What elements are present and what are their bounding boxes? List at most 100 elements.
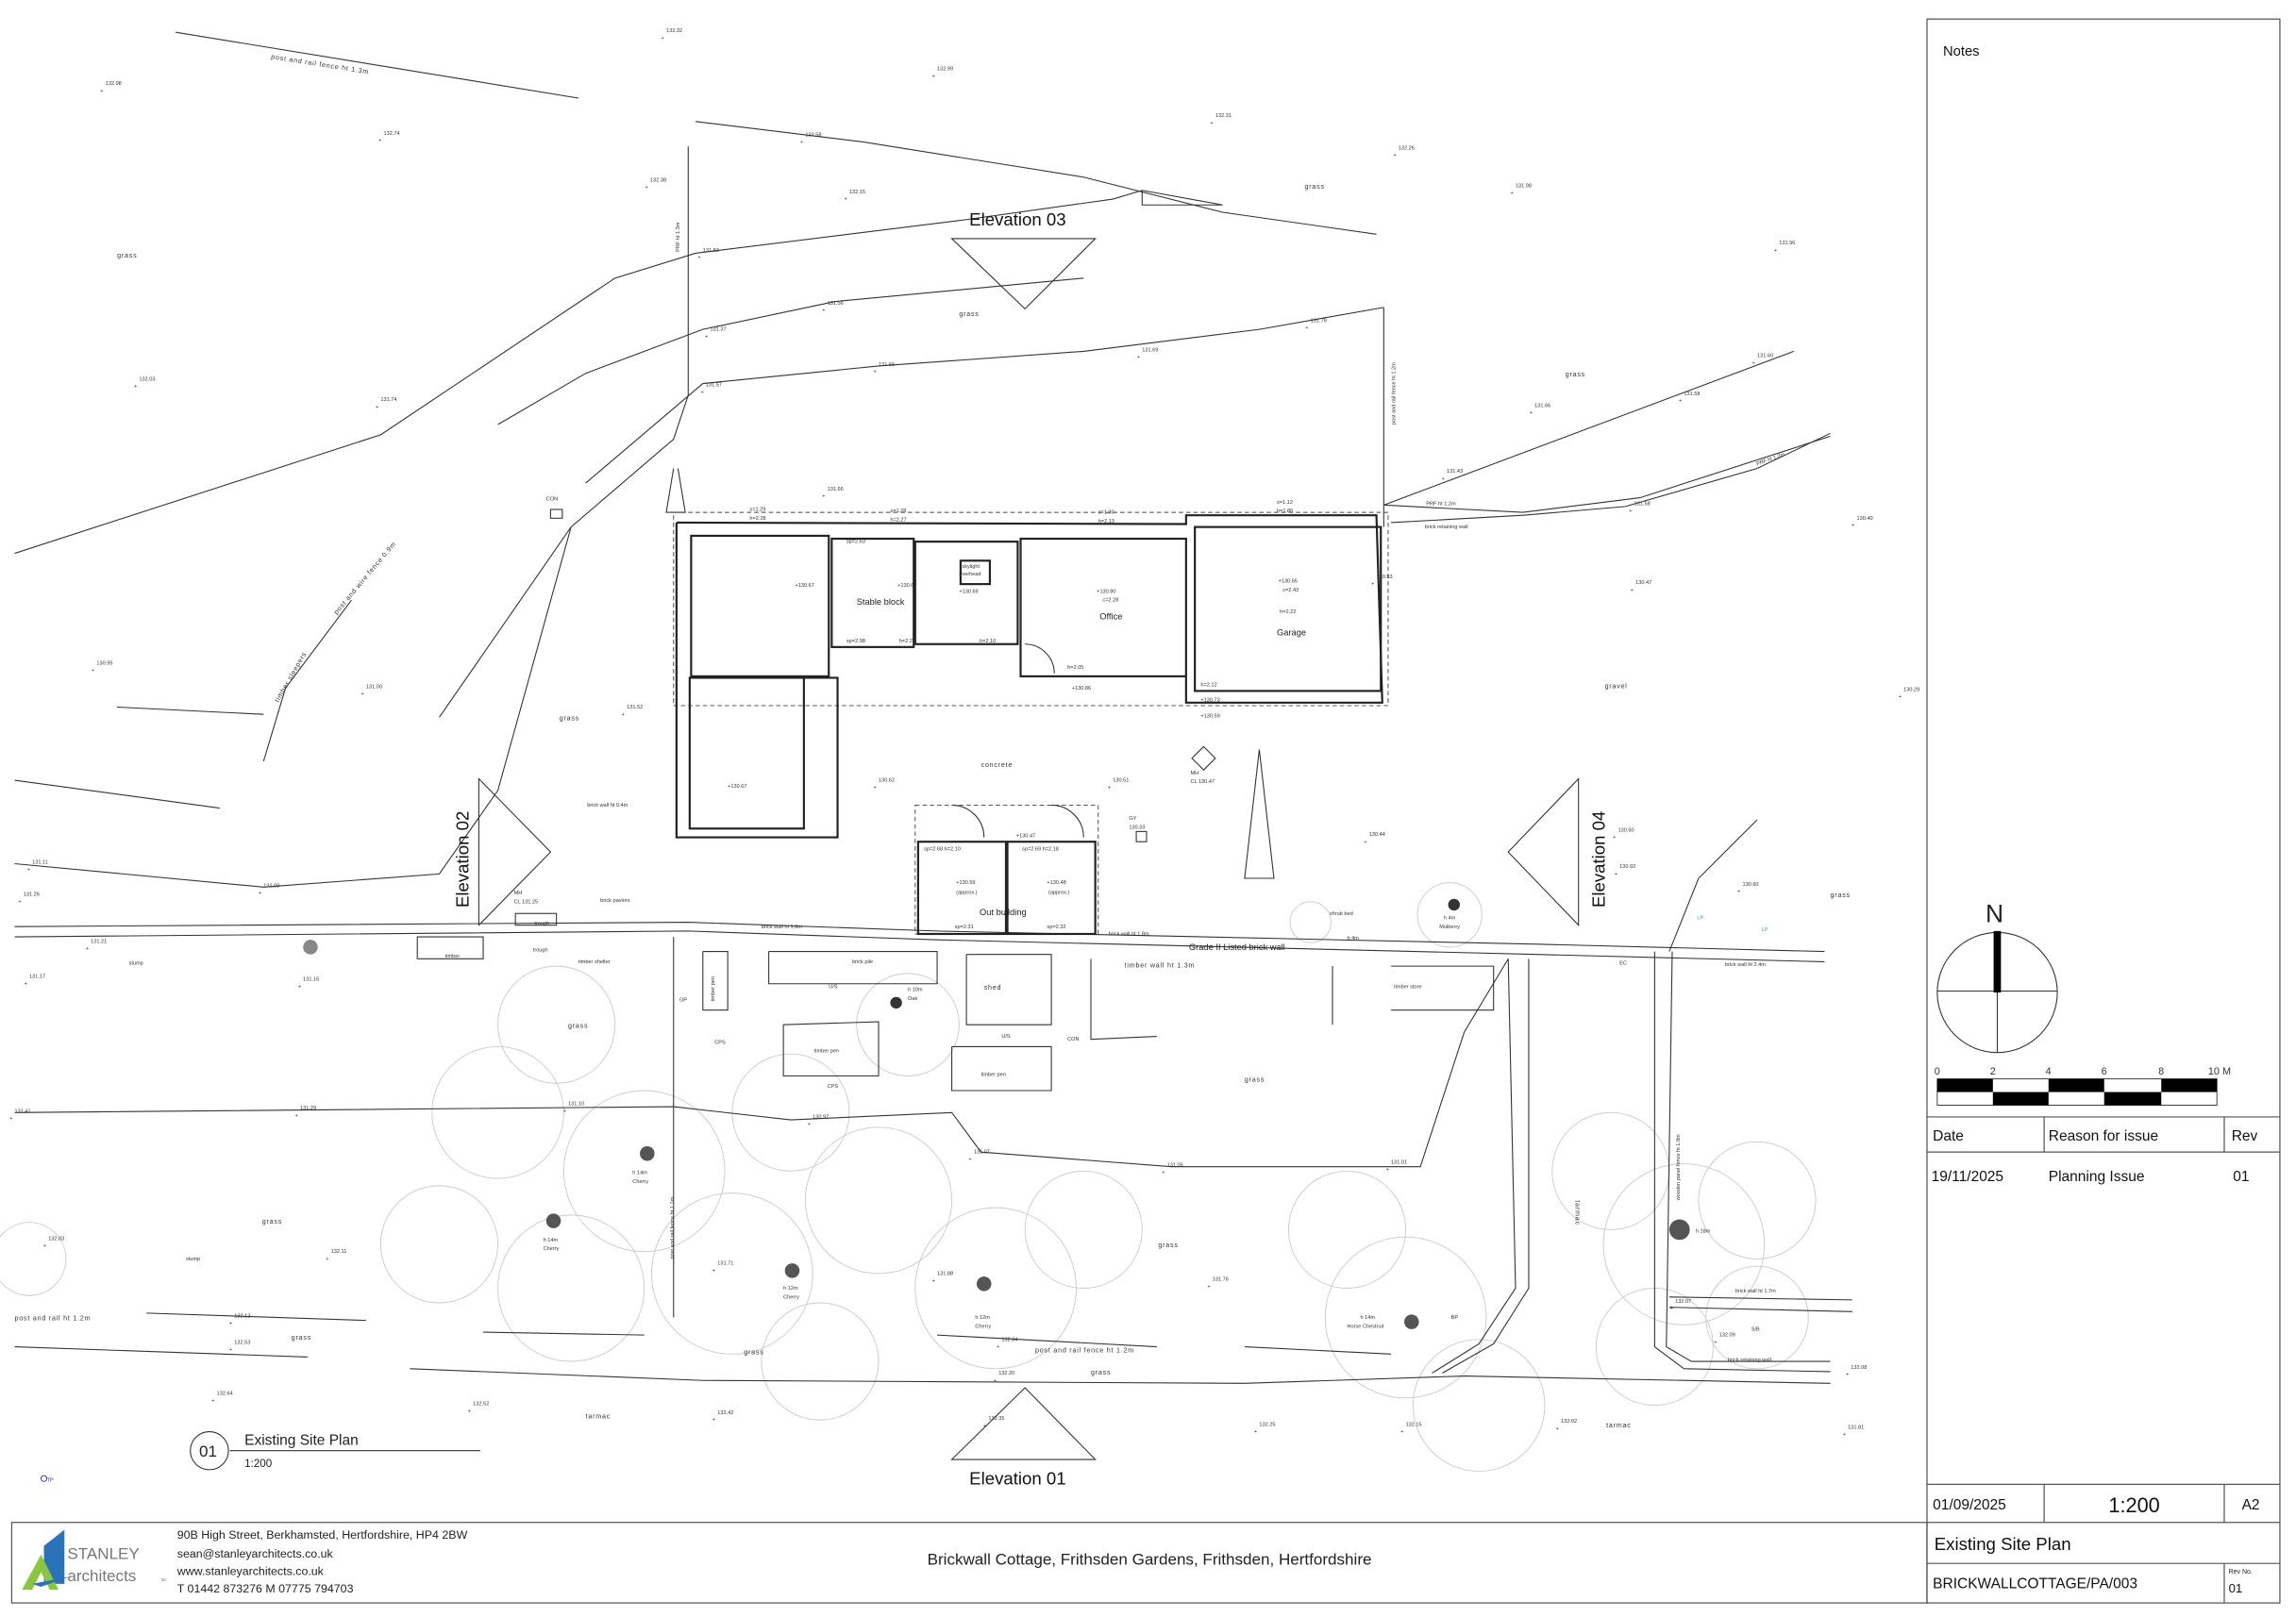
stump-label: stump [129, 961, 143, 967]
wall-label: brick wall ht 1.7m [1735, 1289, 1776, 1294]
spot-height: 131.17 [29, 975, 45, 980]
spot-height: 131.98 [1516, 184, 1532, 190]
company-email[interactable]: sean@stanleyarchitects.co.uk [177, 1547, 334, 1560]
scale-tick: 6 [2102, 1066, 2107, 1077]
spot-height: 130.51 [1113, 778, 1129, 784]
stanley-architects-logo: STANLEY architects ltd [22, 1529, 166, 1591]
spot-height: 131.81 [1848, 1425, 1864, 1430]
view-title: 01 Existing Site Plan 1:200 [40, 1430, 480, 1482]
spot-height: 130.29 [1903, 687, 1919, 692]
structure-label: CON [1067, 1037, 1079, 1042]
tree-label: Cherry [975, 1324, 991, 1329]
spot-marker-icon: + [1899, 694, 1902, 700]
spot-marker-icon: + [874, 785, 877, 791]
structure-label: CPS [828, 1084, 839, 1090]
tree-icon [1668, 1219, 1690, 1241]
tree-label: Cherry [632, 1179, 648, 1185]
spot-marker-icon: + [1631, 588, 1634, 593]
level: h=2.10 [980, 639, 996, 644]
spot-marker-icon: + [1752, 360, 1755, 366]
spot-height: 132.64 [217, 1392, 233, 1397]
surface-label: grass [292, 1334, 311, 1342]
tree-canopies [0, 882, 1817, 1472]
fence-label: PRF ht 1.2m [1426, 501, 1456, 507]
surface-label: shrub bed [1330, 911, 1353, 917]
scale-tick: 10 M [2208, 1066, 2231, 1077]
spot-marker-icon: + [563, 1109, 566, 1114]
wall-label: timber wall ht 1.3m [1125, 962, 1196, 970]
level: h=1.86 [1277, 508, 1293, 514]
stump-icon [303, 940, 318, 955]
structure-label: timber shelter [578, 959, 611, 965]
spot-marker-icon: + [808, 1122, 811, 1127]
spot-height: 131.11 [32, 859, 48, 865]
spot-height: 132.02 [1561, 1419, 1577, 1425]
fence-label: post and rail fence ht 1.1m [670, 1196, 676, 1259]
listed-wall-label: Grade II Listed brick wall [1189, 942, 1285, 952]
spot-height: 132.38 [650, 177, 666, 183]
spot-height: 132.15 [849, 190, 865, 195]
spot-marker-icon: + [376, 405, 378, 410]
level: sp=2.63 [846, 540, 865, 545]
spot-height: 132.15 [1406, 1422, 1422, 1427]
tree-icon [784, 1263, 800, 1278]
fence-label: wooden panel fence ht 1.8m [1676, 1134, 1682, 1201]
structure-label: trough [534, 922, 549, 927]
structure-label: CON [546, 497, 558, 503]
level: +130.67 [796, 583, 814, 589]
surface-label: grass [1158, 1242, 1178, 1249]
surface-label: tarmac [586, 1413, 611, 1421]
spot-height: 132.42 [717, 1410, 733, 1416]
spot-marker-icon: + [968, 1157, 971, 1162]
spot-height: 132.07 [1675, 1299, 1691, 1305]
spot-marker-icon: + [712, 1418, 715, 1424]
wall-label: brick retaining wall [1728, 1358, 1771, 1363]
spot-height: 132.08 [1851, 1365, 1867, 1371]
spot-marker-icon: + [326, 1257, 328, 1262]
spot-height: 131.66 [879, 362, 895, 368]
fence-label: post and wire fence 0.9m [332, 541, 397, 616]
surface-label: grass [117, 252, 137, 259]
surface-label: grass [1566, 371, 1585, 378]
rev-row-reason: Planning Issue [2049, 1169, 2145, 1185]
spot-marker-icon: + [983, 1424, 986, 1429]
spot-marker-icon: + [800, 140, 803, 145]
spot-height: 132.32 [666, 28, 682, 34]
spot-height: 131.43 [1447, 469, 1463, 475]
lamp-post-label: LP [1697, 915, 1703, 921]
spot-height: 132.03 [139, 376, 155, 382]
stump-label: stump [186, 1257, 200, 1262]
spot-marker-icon: + [994, 1378, 997, 1384]
fence-label: post and rail fence ht 1.3m [271, 53, 370, 75]
spot-height: 131.88 [937, 1272, 953, 1277]
spot-marker-icon: + [1852, 524, 1854, 529]
tree-label: Cherry [544, 1246, 560, 1252]
wall-label: brick retaining wall [1425, 525, 1468, 530]
structure-label: trough [533, 948, 548, 954]
building-walls [416, 508, 1495, 1092]
elevation-03-label: Elevation 03 [969, 209, 1065, 229]
spot-marker-icon: + [211, 1399, 214, 1405]
spot-marker-icon: + [1737, 890, 1740, 895]
structure-label: shed [984, 984, 1002, 992]
spot-height: 132.53 [234, 1340, 250, 1345]
spot-marker-icon: + [932, 1278, 935, 1284]
spot-height: 131.58 [1684, 392, 1700, 397]
fence-label: PRF ht 1.2m [1756, 452, 1786, 467]
spot-height: 131.05 [1167, 1163, 1183, 1169]
level: (approx.) [1048, 890, 1069, 895]
wall-label: brick wall ht 2.4m [1725, 962, 1766, 968]
bp-label: BP [1451, 1315, 1459, 1321]
surface-label: grass [744, 1348, 763, 1356]
spot-marker-icon: + [86, 946, 89, 952]
fence-label: post and rail fence ht 1.2m [1392, 362, 1398, 425]
tree-label: h 4m [1348, 936, 1360, 942]
surface-label: timber sleepers [274, 651, 309, 704]
spot-height: 131.52 [627, 705, 643, 710]
footer: STANLEY architects ltd 90B High Street, … [10, 1522, 1928, 1604]
level: +130.59 [1200, 713, 1219, 719]
structure-label: CPS [714, 1040, 726, 1045]
company-website[interactable]: www.stanleyarchitects.co.uk [176, 1565, 325, 1578]
skylight-label: overhead [959, 572, 980, 577]
spot-marker-icon: + [1615, 872, 1617, 877]
